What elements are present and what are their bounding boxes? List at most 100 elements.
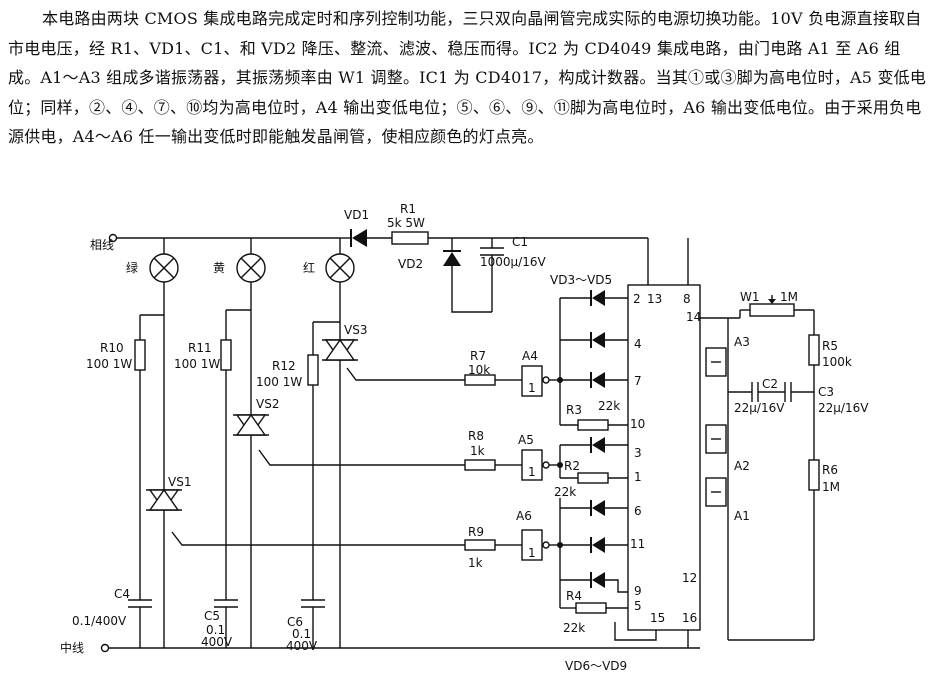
a6-label: A6 <box>516 509 532 523</box>
diode-vd3 <box>560 289 628 307</box>
r12-value: 100 1W <box>256 375 302 389</box>
a1-label: A1 <box>734 509 750 523</box>
a6-gate-symbol: 1 <box>528 546 536 560</box>
c3-label: C3 <box>818 385 834 399</box>
vd6-9-label: VD6～VD9 <box>565 659 627 673</box>
r6-label: R6 <box>822 463 838 477</box>
a2-label: A2 <box>734 459 750 473</box>
r5-label: R5 <box>822 339 838 353</box>
r2-value: 22k <box>554 485 576 499</box>
c1-label: C1 <box>512 235 528 249</box>
resistor-r10 <box>134 314 164 600</box>
resistor-r9 <box>438 539 510 551</box>
diode-vd7 <box>560 499 628 517</box>
resistor-r6 <box>728 392 820 641</box>
live-rail <box>108 233 648 243</box>
vs3-label: VS3 <box>344 323 367 337</box>
c4-value: 0.1/400V <box>72 614 127 628</box>
diode-vd1 <box>350 229 367 247</box>
a4-label: A4 <box>522 349 538 363</box>
capacitor-c5 <box>214 599 238 648</box>
resistor-r8 <box>438 459 510 471</box>
c6-value-2: 400V <box>286 639 318 653</box>
c2-value: 22μ/16V <box>734 401 785 415</box>
r11-label: R11 <box>188 341 212 355</box>
description-paragraph: 本电路由两块 CMOS 集成电路完成定时和序列控制功能，三只双向晶闸管完成实际的… <box>8 9 927 146</box>
ic1-pin6: 6 <box>634 504 642 518</box>
vs1-label: VS1 <box>168 475 191 489</box>
lamp-green <box>149 238 179 283</box>
r7-value: 10k <box>468 363 490 377</box>
resistor-r5 <box>808 310 820 392</box>
diode-vd2 <box>443 238 492 313</box>
resistor-r11 <box>220 309 251 600</box>
diode-vd5 <box>560 371 628 389</box>
resistor-r7 <box>464 374 510 386</box>
r12-label: R12 <box>272 359 296 373</box>
a5-gate-symbol: 1 <box>528 465 536 479</box>
r11-value: 100 1W <box>174 357 220 371</box>
c4-label: C4 <box>114 587 130 601</box>
c2-label: C2 <box>762 377 778 391</box>
vd2-label: VD2 <box>398 257 423 271</box>
ic1-pin12: 12 <box>682 571 697 585</box>
r10-value: 100 1W <box>86 357 132 371</box>
neutral-rail <box>100 643 700 653</box>
lamp-green-label: 绿 <box>126 260 138 275</box>
ic1-pin2: 2 <box>633 292 641 306</box>
w1-value: 1M <box>780 290 798 304</box>
r1-value: 5k 5W <box>387 216 425 230</box>
diode-vd6 <box>560 436 628 454</box>
r4-label: R4 <box>566 589 582 603</box>
r10-label: R10 <box>100 341 124 355</box>
inverter-a4: 1 <box>510 365 560 397</box>
inverter-a3 <box>705 347 727 377</box>
vd1-label: VD1 <box>344 208 369 222</box>
r6-value: 1M <box>822 480 840 494</box>
ic1-pin10: 10 <box>630 417 645 431</box>
lamp-yellow-label: 黄 <box>213 261 225 275</box>
r5-value: 100k <box>822 355 852 369</box>
ic1-pin7: 7 <box>634 374 642 388</box>
vs2-label: VS2 <box>256 397 279 411</box>
r8-value: 1k <box>470 444 485 458</box>
capacitor-c4 <box>128 599 152 648</box>
diode-vd9 <box>560 571 628 593</box>
triac-vs2 <box>233 395 438 648</box>
ic1-pin14: 14 <box>686 310 701 324</box>
c5-value-2: 400V <box>201 635 233 649</box>
r1-label: R1 <box>400 202 416 216</box>
lamp-red <box>325 238 355 283</box>
inverter-a2 <box>705 424 727 454</box>
ic1-pin15: 15 <box>650 611 665 625</box>
capacitor-c6 <box>301 599 325 648</box>
ic1-pin9: 9 <box>634 584 642 598</box>
ic1-cd4017 <box>614 238 740 648</box>
resistor-r1 <box>391 231 429 245</box>
capacitor-c1 <box>480 238 504 312</box>
ic1-pin11: 11 <box>630 537 645 551</box>
ic1-pin1: 1 <box>634 470 642 484</box>
resistor-r4 <box>560 602 628 614</box>
r4-value: 22k <box>563 621 585 635</box>
r9-value: 1k <box>468 556 483 570</box>
r3-value: 22k <box>598 399 620 413</box>
triac-vs1 <box>146 470 438 648</box>
resistor-r2 <box>560 472 628 484</box>
c1-value: 1000μ/16V <box>480 255 546 269</box>
potentiometer-w1 <box>739 295 814 318</box>
r3-label: R3 <box>566 403 582 417</box>
capacitor-c3 <box>784 382 814 402</box>
c5-value-1: 0.1 <box>206 623 225 637</box>
a3-label: A3 <box>734 335 750 349</box>
diode-vd8 <box>560 536 628 554</box>
r7-label: R7 <box>470 349 486 363</box>
r2-label: R2 <box>564 459 580 473</box>
live-label: 相线 <box>90 238 114 252</box>
ic1-pin8: 8 <box>683 292 691 306</box>
w1-label: W1 <box>740 290 760 304</box>
c6-label: C6 <box>287 615 303 629</box>
ic1-pin13: 13 <box>647 292 662 306</box>
ic1-pin16: 16 <box>682 611 697 625</box>
c5-label: C5 <box>204 609 220 623</box>
